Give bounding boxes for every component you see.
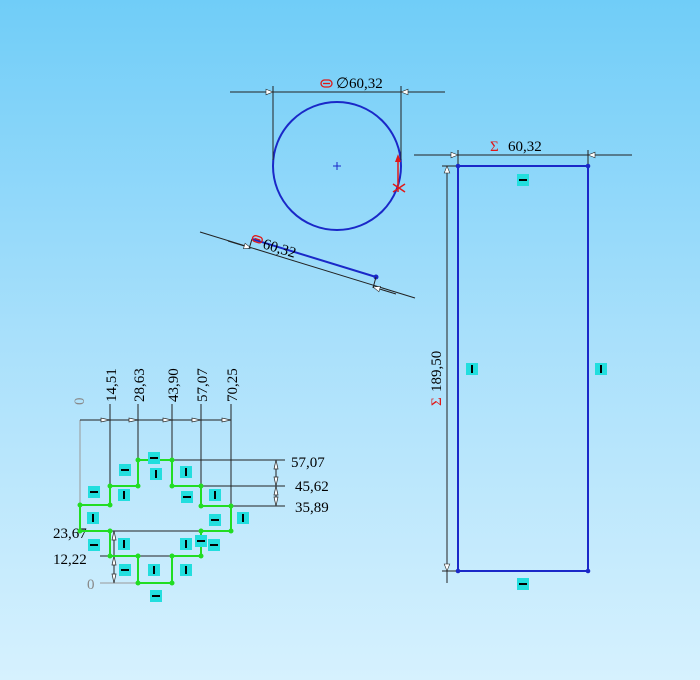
horizontal-constraint-icon <box>194 534 208 548</box>
profile-vertices[interactable] <box>77 457 234 586</box>
x-dim-label: 0 <box>72 398 88 406</box>
horizontal-constraint-icon <box>208 513 222 527</box>
circle-entity[interactable] <box>272 101 402 231</box>
vertical-constraint-icon <box>179 465 193 479</box>
x-dim-label: 57,07 <box>195 368 211 402</box>
line-entity[interactable] <box>251 238 377 278</box>
vertical-constraint-icon[interactable] <box>594 362 608 376</box>
line-length-value: 60,32 <box>261 237 298 262</box>
rectangle-entity[interactable] <box>457 165 589 572</box>
rect-corner[interactable] <box>585 163 591 169</box>
rect-corner[interactable] <box>585 568 591 574</box>
x-dim-label: 14,51 <box>104 368 120 402</box>
horizontal-constraint-icon <box>87 538 101 552</box>
vertical-constraint-icon <box>179 563 193 577</box>
y-dim-label: 45,62 <box>295 479 329 495</box>
circle-diameter-dimension[interactable]: ∅ 60,32 <box>230 76 445 160</box>
vertical-constraint-icon <box>117 488 131 502</box>
y-dim-label: 23,67 <box>53 526 87 542</box>
horizontal-constraint-icon <box>118 463 132 477</box>
vertical-constraint-icon <box>117 537 131 551</box>
vertical-constraint-icon <box>147 563 161 577</box>
chain-link-icon <box>320 79 333 88</box>
rect-corner[interactable] <box>455 568 461 574</box>
y-dim-label: 12,22 <box>53 552 87 568</box>
sum-symbol: Σ <box>429 397 445 406</box>
vertical-constraint-icon <box>149 467 163 481</box>
horizontal-constraint-icon <box>180 490 194 504</box>
x-dim-label: 28,63 <box>132 368 148 402</box>
rect-corner[interactable] <box>455 163 461 169</box>
diameter-value: 60,32 <box>349 76 383 92</box>
rect-width-dimension[interactable]: Σ 60,32 <box>414 139 632 164</box>
y-dim-label: 57,07 <box>291 455 325 471</box>
horizontal-constraint-icon <box>87 485 101 499</box>
circle-point-marker <box>392 154 406 193</box>
horizontal-constraint-icon <box>149 589 163 603</box>
horizontal-constraint-icon[interactable] <box>516 173 530 187</box>
chain-link-icon <box>251 235 263 244</box>
profile-constraints[interactable] <box>86 451 250 603</box>
y-dim-label: 0 <box>87 577 95 593</box>
horizontal-constraint-icon[interactable] <box>516 577 530 591</box>
horizontal-constraint-icon <box>147 451 161 465</box>
diameter-symbol: ∅ <box>336 76 349 92</box>
sum-symbol: Σ <box>490 139 499 155</box>
horizontal-constraint-icon <box>118 563 132 577</box>
profile-x-dimensions[interactable]: 0 14,51 28,63 43,90 57,07 70,25 <box>72 368 241 506</box>
profile-y-dimensions-right[interactable]: 57,07 45,62 35,89 <box>172 455 329 516</box>
x-dim-label: 43,90 <box>166 368 182 402</box>
vertical-constraint-icon <box>179 537 193 551</box>
rect-height-value: 189,50 <box>429 351 445 392</box>
rect-height-dimension[interactable]: Σ 189,50 <box>429 165 456 583</box>
vertical-constraint-icon <box>86 511 100 525</box>
circle-center-mark <box>333 162 341 170</box>
horizontal-constraint-icon <box>207 538 221 552</box>
rectangle-group[interactable] <box>455 163 608 591</box>
rect-width-value: 60,32 <box>508 139 542 155</box>
profile-group[interactable]: 0 14,51 28,63 43,90 57,07 70,25 57,07 45… <box>53 368 329 603</box>
x-dim-label: 70,25 <box>225 368 241 402</box>
y-dim-label: 35,89 <box>295 500 329 516</box>
vertical-constraint-icon <box>208 488 222 502</box>
line-length-dimension[interactable]: 60,32 <box>199 231 416 299</box>
circle-group[interactable] <box>272 101 406 231</box>
vertical-constraint-icon <box>236 511 250 525</box>
vertical-constraint-icon[interactable] <box>465 362 479 376</box>
